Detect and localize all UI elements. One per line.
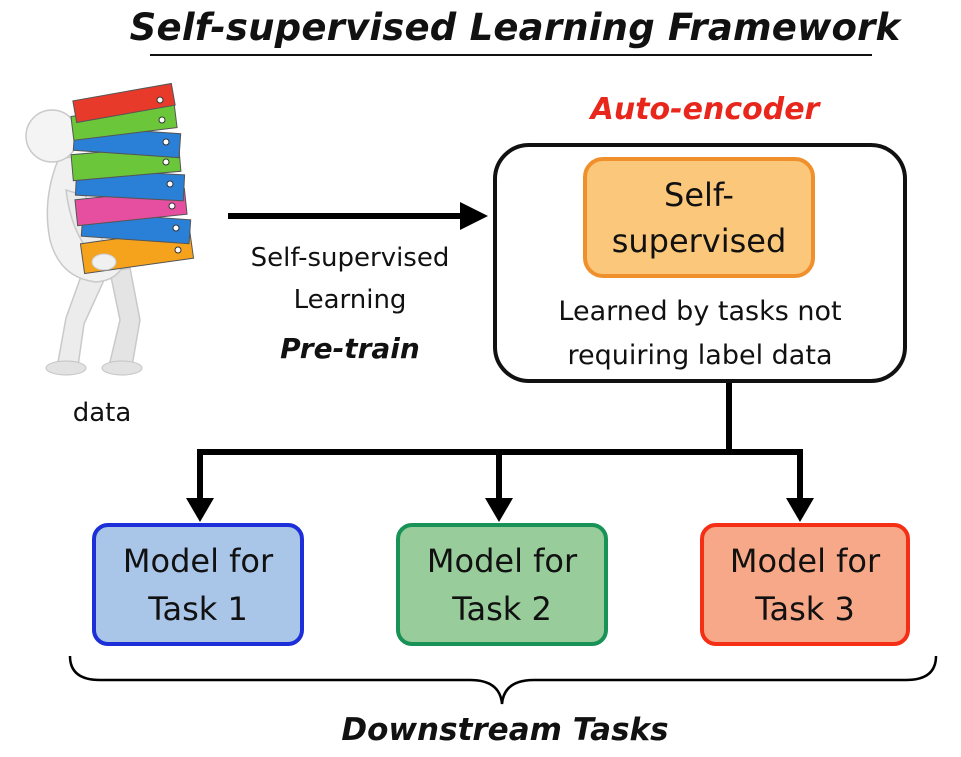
pretrain-arrow-line1: Self-supervised bbox=[250, 243, 450, 273]
arrow-to-task-2 bbox=[485, 498, 513, 522]
pretrain-arrow-line2: Learning bbox=[293, 285, 407, 315]
task-3-line2: Task 3 bbox=[755, 589, 855, 628]
pretrain-arrow-label: Self-supervised Learning bbox=[200, 237, 500, 321]
task-2-line2: Task 2 bbox=[452, 589, 552, 628]
title-underline bbox=[150, 54, 872, 56]
self-supervised-line1: Self- bbox=[664, 175, 734, 214]
person-carrying-books-icon bbox=[25, 82, 195, 376]
auto-encoder-description: Learned by tasks not requiring label dat… bbox=[500, 290, 900, 378]
self-supervised-box: Self- supervised bbox=[583, 157, 815, 278]
task-1-line2: Task 1 bbox=[148, 589, 248, 628]
downstream-brace bbox=[68, 655, 938, 705]
downstream-tasks-label: Downstream Tasks bbox=[341, 712, 669, 748]
arrow-to-task-1 bbox=[186, 498, 214, 522]
arrow-to-task-3 bbox=[786, 498, 814, 522]
task-box-1: Model for Task 1 bbox=[92, 523, 304, 646]
self-supervised-line2: supervised bbox=[611, 221, 787, 260]
task-3-line1: Model for bbox=[729, 541, 881, 580]
task-box-3: Model for Task 3 bbox=[700, 523, 910, 646]
auto-encoder-desc-line2: requiring label data bbox=[567, 340, 833, 371]
task-box-2: Model for Task 2 bbox=[396, 523, 608, 646]
pretrain-arrow bbox=[228, 202, 488, 230]
task-2-line1: Model for bbox=[426, 541, 578, 580]
auto-encoder-desc-line1: Learned by tasks not bbox=[558, 296, 842, 327]
pretrain-stage-label: Pre-train bbox=[280, 332, 420, 365]
task-1-line1: Model for bbox=[122, 541, 274, 580]
auto-encoder-label: Auto-encoder bbox=[590, 92, 820, 127]
branch-connector bbox=[197, 383, 803, 500]
page-title: Self-supervised Learning Framework bbox=[129, 6, 901, 49]
data-label: data bbox=[72, 398, 132, 428]
